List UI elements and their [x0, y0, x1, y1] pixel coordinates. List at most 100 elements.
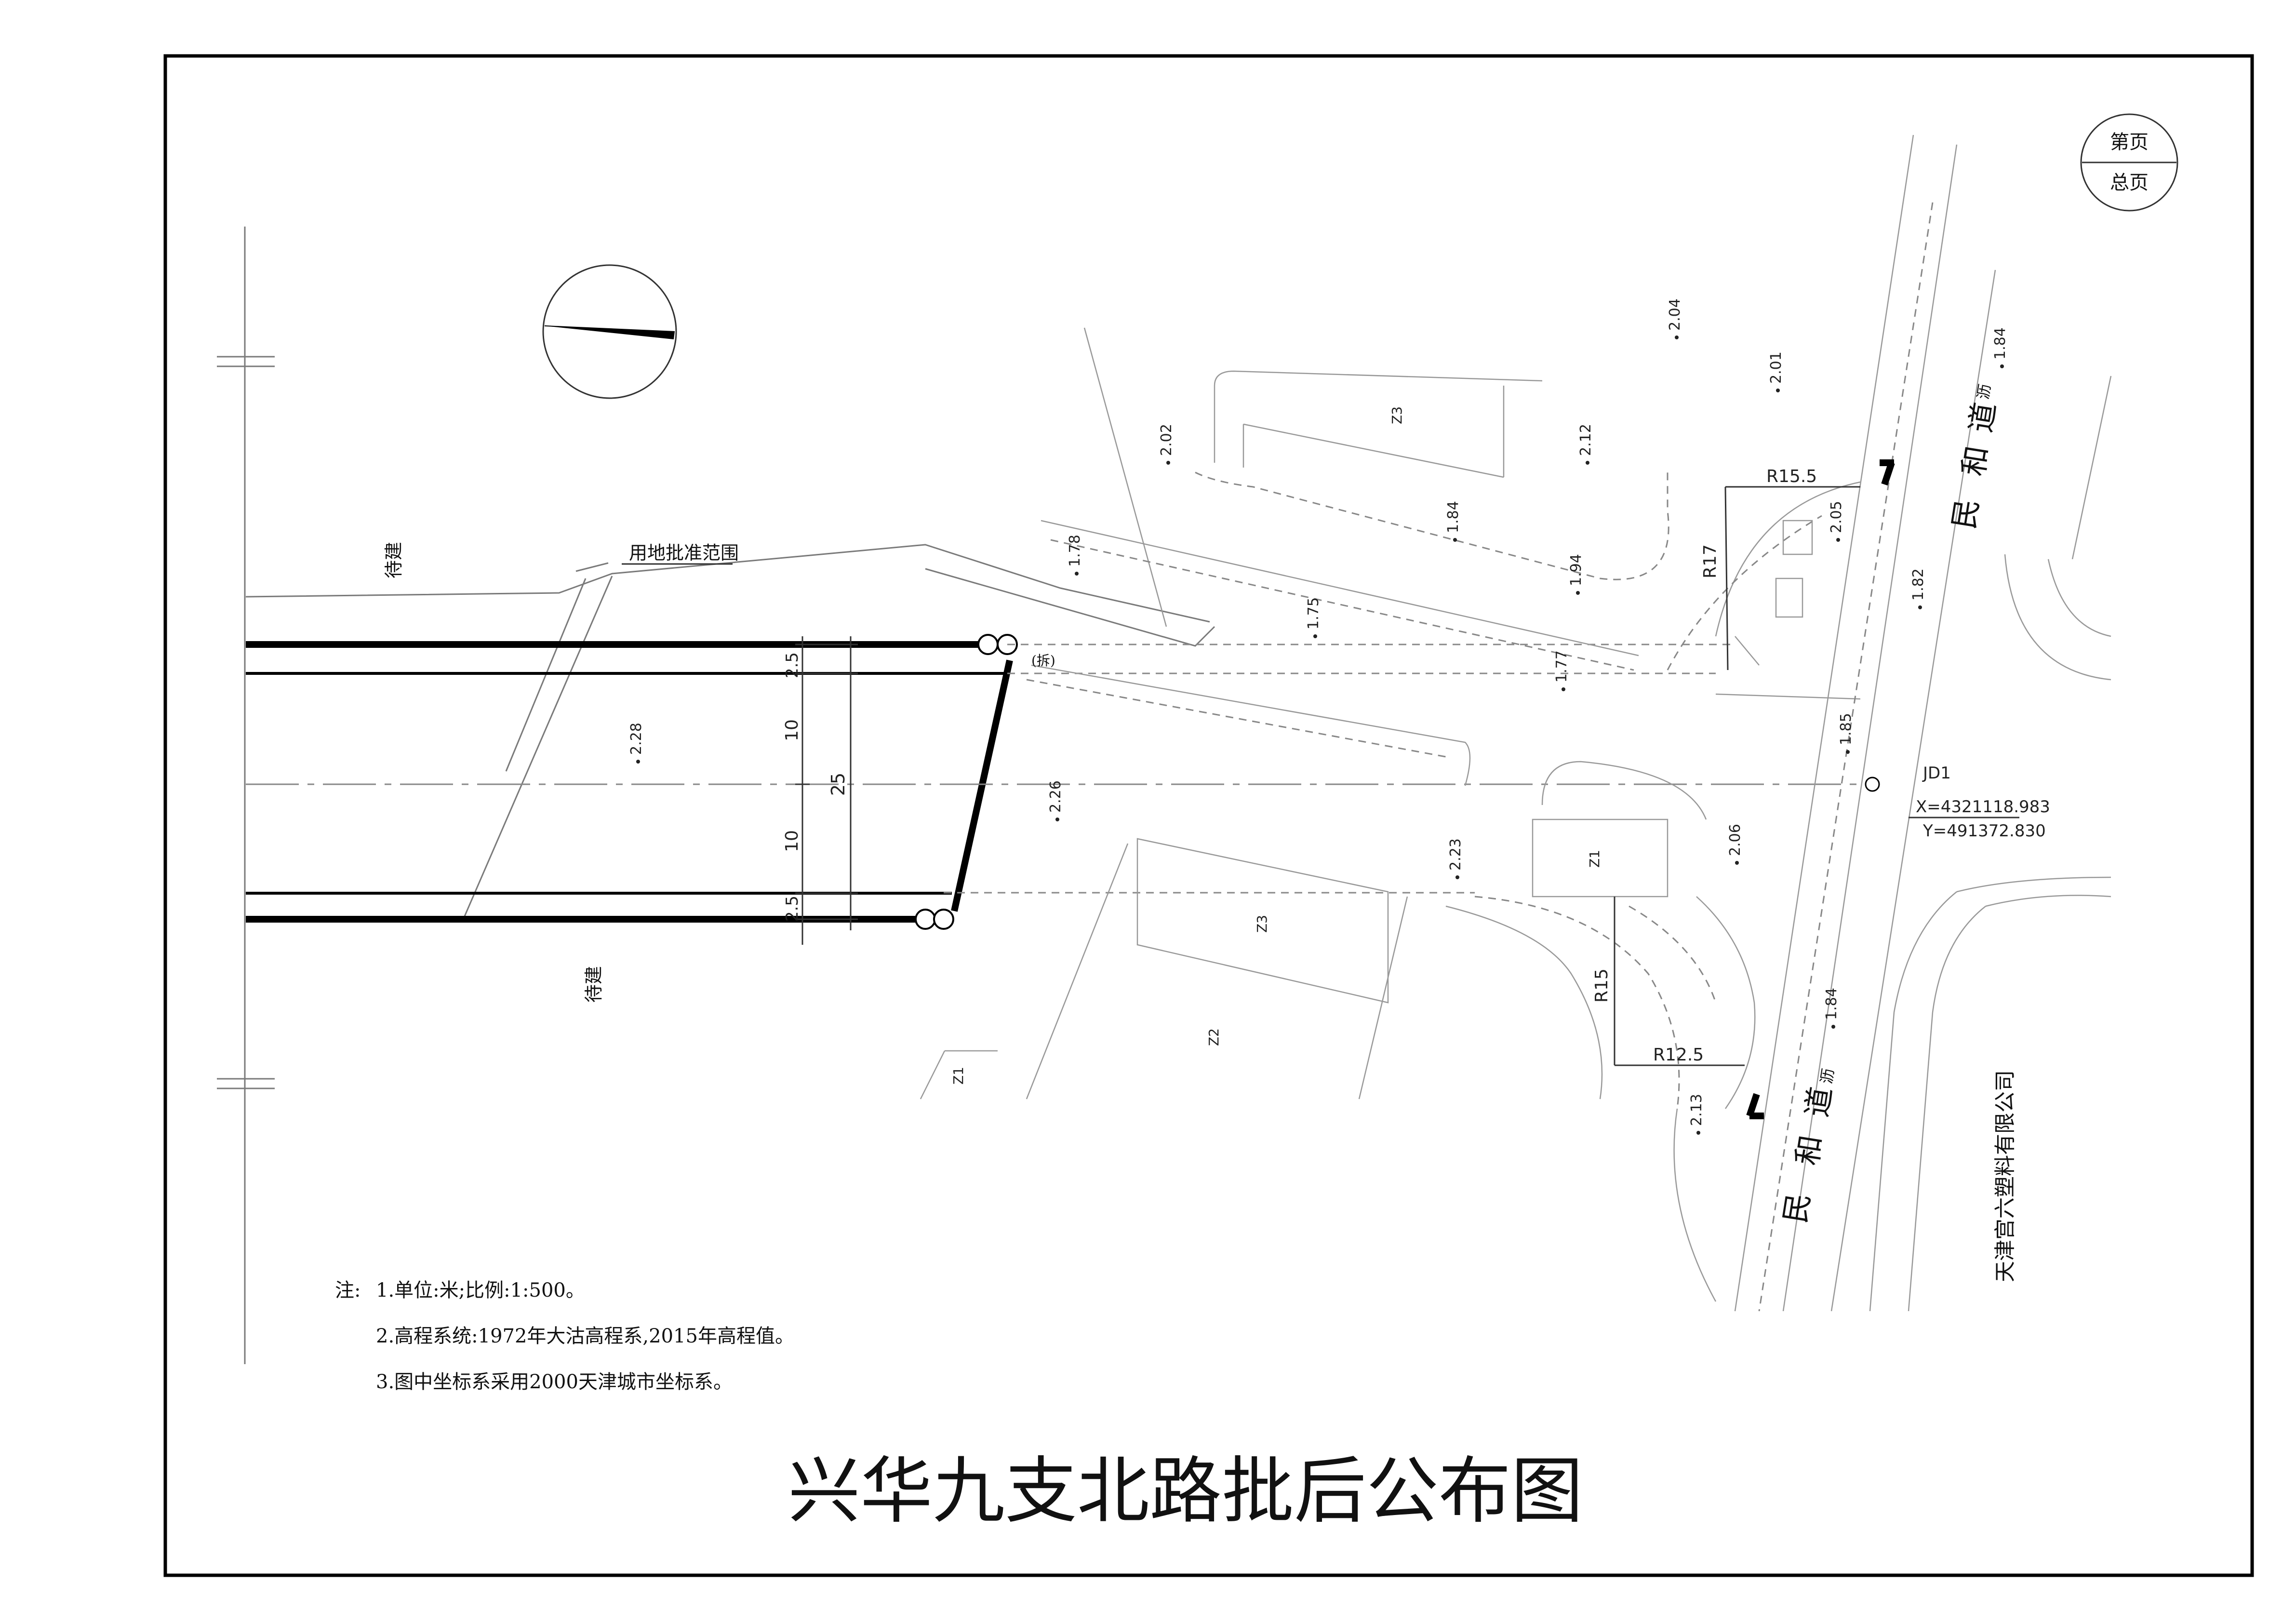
radius-annotations: R15.5 R17 R15 R12.5 — [1592, 467, 1860, 1066]
elevation-dot — [1055, 818, 1059, 821]
elevation-value: 2.04 — [1667, 298, 1683, 331]
elevation-dot — [1776, 389, 1780, 392]
page-number-label: 第页 — [2110, 131, 2149, 153]
elevation-point: 2.06 — [1727, 824, 1744, 865]
road-name-south-3: 道 — [1799, 1085, 1839, 1120]
notes-line-3: 3.图中坐标系采用2000天津城市坐标系。 — [376, 1371, 733, 1393]
dimension-chain: 2.5 10 25 10 2.5 — [782, 636, 858, 945]
road-name-south: 民 和 道 沥 — [1777, 1067, 1839, 1226]
zone-z3-mid: Z3 — [1254, 915, 1270, 933]
zone-z2: Z2 — [1206, 1028, 1222, 1046]
dim-total-width: 25 — [828, 773, 849, 796]
road-name-south-1: 民 — [1777, 1191, 1817, 1226]
elevation-dot — [1455, 875, 1459, 879]
elevation-value: 2.01 — [1768, 351, 1785, 384]
elevation-point: 1.84 — [1445, 501, 1462, 542]
control-point-jd1: JD1 X=4321118.983 Y=491372.830 — [1865, 764, 2050, 841]
elevation-point: 2.05 — [1828, 501, 1845, 542]
elevation-dot — [636, 760, 640, 764]
elevation-point: 2.26 — [1047, 780, 1064, 821]
elevation-value: 2.05 — [1828, 501, 1845, 533]
elevation-value: 1.94 — [1568, 554, 1585, 586]
elevation-value: 2.12 — [1577, 424, 1594, 456]
elevation-point: 1.82 — [1910, 568, 1927, 609]
notes-block: 注: 1.单位:米;比例:1:500。 2.高程系统:1972年大沽高程系,20… — [335, 1279, 794, 1393]
road-name-north-2: 和 — [1956, 443, 1995, 479]
elevation-dot — [1918, 605, 1922, 609]
drawing-title: 兴华九支北路批后公布图 — [788, 1449, 1583, 1533]
elevation-point: 1.84 — [1823, 988, 1840, 1029]
elevation-value: 1.85 — [1838, 713, 1855, 745]
elevation-dot — [1836, 538, 1840, 542]
to-build-south-label: 待建 — [583, 966, 604, 1003]
elevation-point: 2.04 — [1667, 298, 1683, 339]
elevation-dot — [1586, 461, 1589, 465]
elevation-value: 2.26 — [1047, 780, 1064, 813]
elevation-point: 1.78 — [1067, 535, 1083, 576]
elevation-dot — [1831, 1025, 1835, 1029]
elevation-value: 2.02 — [1158, 424, 1175, 456]
elevation-point: 2.01 — [1768, 351, 1785, 392]
to-build-north-label: 待建 — [383, 542, 404, 578]
zone-z1-mid: Z1 — [1587, 850, 1602, 868]
minhe-road — [1734, 134, 2112, 1312]
elevation-point: 1.84 — [1992, 327, 2009, 368]
elevation-value: 1.82 — [1910, 568, 1927, 601]
elevation-value: 2.06 — [1727, 824, 1744, 856]
existing-features-north — [1041, 327, 1861, 700]
elevation-value: 2.28 — [628, 723, 645, 755]
road-name-north-1: 民 — [1946, 496, 1986, 532]
elevation-point: 1.85 — [1838, 713, 1855, 754]
radius-r15-5: R15.5 — [1766, 467, 1817, 486]
elevation-dot — [1313, 634, 1317, 638]
dim-sidewalk-lower: 2.5 — [783, 896, 802, 922]
elevation-point: 2.28 — [628, 723, 645, 764]
demolish-label: (拆) — [1031, 653, 1055, 669]
elevation-point: 2.13 — [1688, 1094, 1705, 1135]
control-point-x: X=4321118.983 — [1916, 797, 2050, 817]
road-name-north: 民 和 道 沥 — [1946, 383, 2002, 532]
road-name-south-4: 沥 — [1817, 1067, 1838, 1086]
land-boundary-label: 用地批准范围 — [629, 542, 739, 563]
radius-r15: R15 — [1592, 968, 1612, 1003]
road-name-north-4: 沥 — [1974, 383, 1994, 401]
page-indicator: 第页 总页 — [2080, 113, 2178, 212]
page-total-label: 总页 — [2110, 172, 2149, 194]
elevation-value: 1.84 — [1445, 501, 1462, 533]
elevation-dot — [1453, 538, 1457, 542]
elevation-dot — [1562, 687, 1565, 691]
elevation-value: 1.77 — [1553, 650, 1570, 683]
notes-prefix: 注: — [335, 1279, 360, 1301]
elevation-points: 2.04 2.01 2.02 2.12 1.84 1.84 2.05 1.94 1.78 1.75… — [628, 298, 2009, 1135]
elevation-dot — [1735, 861, 1739, 865]
radius-r12-5: R12.5 — [1653, 1045, 1704, 1065]
north-arrow-icon — [542, 264, 677, 399]
elevation-point: 2.02 — [1158, 424, 1175, 465]
elevation-point: 2.23 — [1447, 838, 1464, 879]
elevation-point: 2.12 — [1577, 424, 1594, 465]
notes-line-2: 2.高程系统:1972年大沽高程系,2015年高程值。 — [376, 1325, 794, 1347]
elevation-value: 2.13 — [1688, 1094, 1705, 1126]
elevation-dot — [1576, 591, 1580, 595]
dim-half-width-upper: 10 — [782, 719, 802, 741]
elevation-point: 1.75 — [1305, 597, 1322, 638]
existing-features-south — [920, 664, 1756, 1302]
radius-r17: R17 — [1700, 544, 1720, 578]
road-name-south-2: 和 — [1789, 1133, 1829, 1168]
elevation-dot — [1166, 461, 1170, 465]
elevation-point: 1.94 — [1568, 554, 1585, 595]
land-boundary-lines — [245, 544, 1215, 921]
drawing-frame — [163, 54, 2254, 1577]
elevation-dot — [2000, 364, 2004, 368]
left-boundary — [217, 227, 275, 1364]
elevation-value: 1.75 — [1305, 597, 1322, 630]
zone-z3-top: Z3 — [1389, 406, 1405, 424]
elevation-dot — [1846, 750, 1850, 754]
zone-z1-low: Z1 — [950, 1067, 966, 1085]
dim-half-width-lower: 10 — [782, 830, 802, 852]
elevation-point: 1.77 — [1553, 650, 1570, 691]
control-point-y: Y=491372.830 — [1922, 821, 2046, 841]
control-point-name: JD1 — [1922, 764, 1951, 783]
road-name-north-3: 道 — [1963, 400, 2002, 435]
